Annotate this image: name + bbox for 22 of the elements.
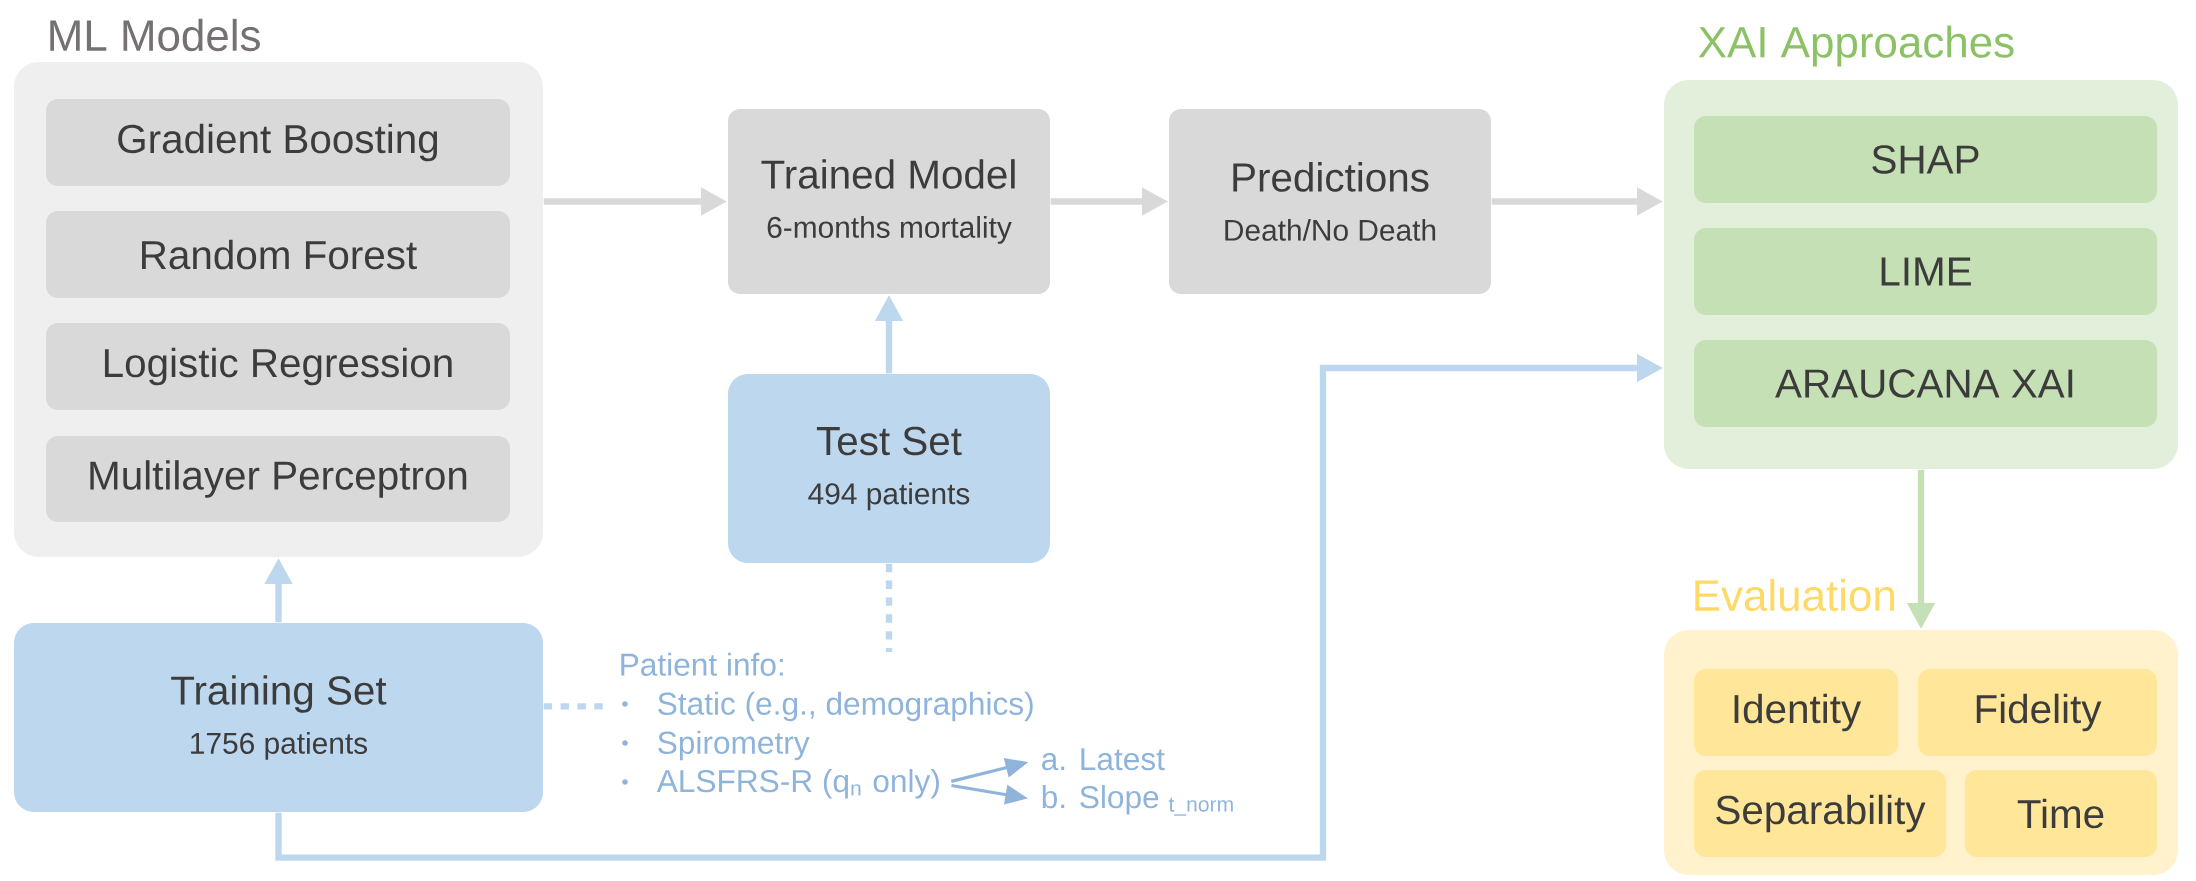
data-box: Test Set 494 patients (728, 374, 1050, 563)
panel-heading: ML Models (50, 18, 260, 52)
model-box: Gradient Boosting (46, 99, 510, 186)
list-item: ALSFRS-R (q$_{n}$ only) (656, 769, 939, 799)
model-box: Random Forest (46, 211, 510, 298)
data-box: Training Set 1756 patients (14, 623, 543, 812)
model-box: Logistic Regression (46, 323, 510, 410)
panel-heading: Evaluation (1695, 578, 1894, 612)
metric-box: Separability (1694, 770, 1946, 857)
method-box: ARAUCANA XAI (1694, 340, 2157, 427)
panel-heading: XAI Approaches (1698, 25, 2014, 67)
model-box: Multilayer Perceptron (46, 436, 510, 522)
metric-box: Time (1965, 770, 2157, 857)
option-text: a. Latest (1042, 748, 1165, 771)
method-box: LIME (1694, 228, 2157, 315)
model-box: Predictions Death/No Death (1169, 109, 1491, 294)
model-box: Trained Model 6-months mortality (728, 109, 1050, 294)
metric-box: Fidelity (1918, 669, 2157, 756)
method-box: SHAP (1694, 116, 2157, 203)
metric-box: Identity (1694, 669, 1898, 756)
dotted-line (543, 703, 606, 710)
option-text: b. Slope $_{t_norm}$ (1042, 785, 1233, 816)
